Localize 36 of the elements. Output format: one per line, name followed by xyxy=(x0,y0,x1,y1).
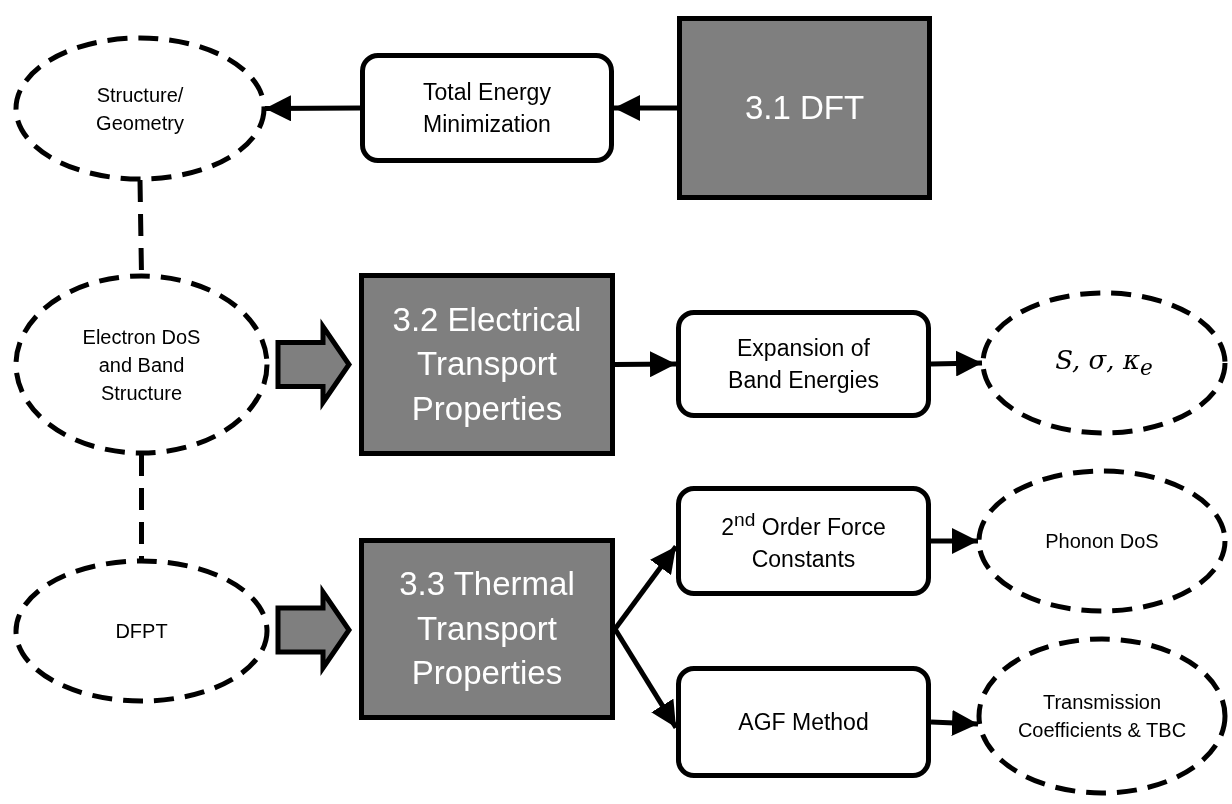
section-box xyxy=(359,273,615,456)
process-box xyxy=(676,310,931,418)
block-arrow xyxy=(275,583,353,677)
node-label: 3.2 Electrical Transport Properties xyxy=(391,299,583,429)
process-box xyxy=(676,666,931,778)
arrow xyxy=(931,528,978,554)
section-box xyxy=(677,16,932,200)
node-label: 3.1 DFT xyxy=(744,87,865,128)
connector-line xyxy=(139,454,144,560)
node-label: Expansion of Band Energies xyxy=(727,333,880,395)
node-label: Structure/ Geometry xyxy=(95,82,185,136)
arrow xyxy=(265,95,360,122)
node-label: Electron DoS and Band Structure xyxy=(81,324,202,406)
arrow xyxy=(930,709,979,736)
process-box xyxy=(676,486,931,596)
node-label: 2$^{nd}$ Order Force Constants xyxy=(720,508,887,574)
node-label: Phonon DoS xyxy=(1045,529,1159,554)
dashed-ellipse xyxy=(13,558,270,704)
arrow xyxy=(614,95,677,121)
dashed-ellipse xyxy=(13,273,270,456)
arrow xyxy=(615,351,676,378)
process-box xyxy=(360,53,614,163)
dashed-ellipse xyxy=(976,468,1228,614)
section-box xyxy=(359,538,615,720)
dashed-ellipse xyxy=(976,636,1228,796)
arrow xyxy=(613,545,678,631)
node-label: 3.3 Thermal Transport Properties xyxy=(398,564,576,694)
node-label: S, σ, κ$_{e}$ xyxy=(1055,344,1153,383)
arrow xyxy=(930,350,983,377)
block-arrow xyxy=(275,318,353,411)
dashed-ellipse xyxy=(13,35,267,182)
dashed-ellipse xyxy=(980,290,1228,436)
node-label: Transmission Coefficients & TBC xyxy=(1016,690,1188,743)
node-label: DFPT xyxy=(115,619,168,644)
node-label: Total Energy Minimization xyxy=(422,77,552,139)
node-label: AGF Method xyxy=(738,707,869,737)
